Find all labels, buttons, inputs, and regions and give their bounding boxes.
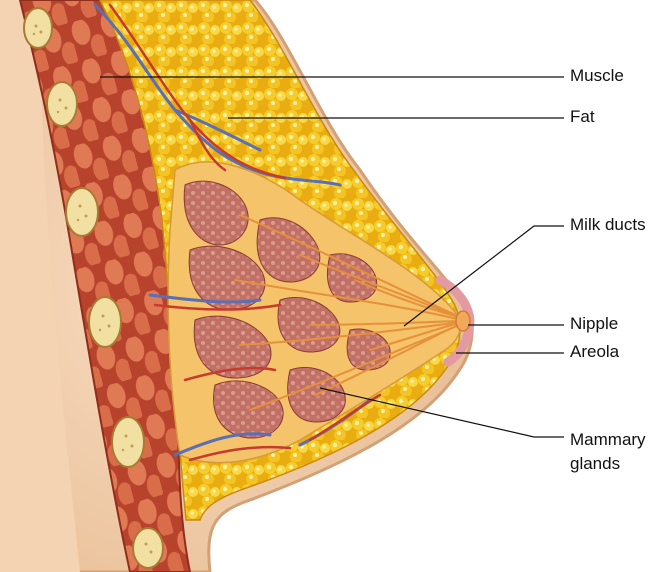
label-mammary-glands-line2: glands xyxy=(570,454,620,474)
label-mammary-glands-line1: Mammary xyxy=(570,430,646,450)
label-fat: Fat xyxy=(570,107,595,127)
label-areola: Areola xyxy=(570,342,619,362)
label-milk-ducts: Milk ducts xyxy=(570,215,646,235)
nipple xyxy=(456,311,470,331)
label-nipple: Nipple xyxy=(570,314,618,334)
label-muscle: Muscle xyxy=(570,66,624,86)
